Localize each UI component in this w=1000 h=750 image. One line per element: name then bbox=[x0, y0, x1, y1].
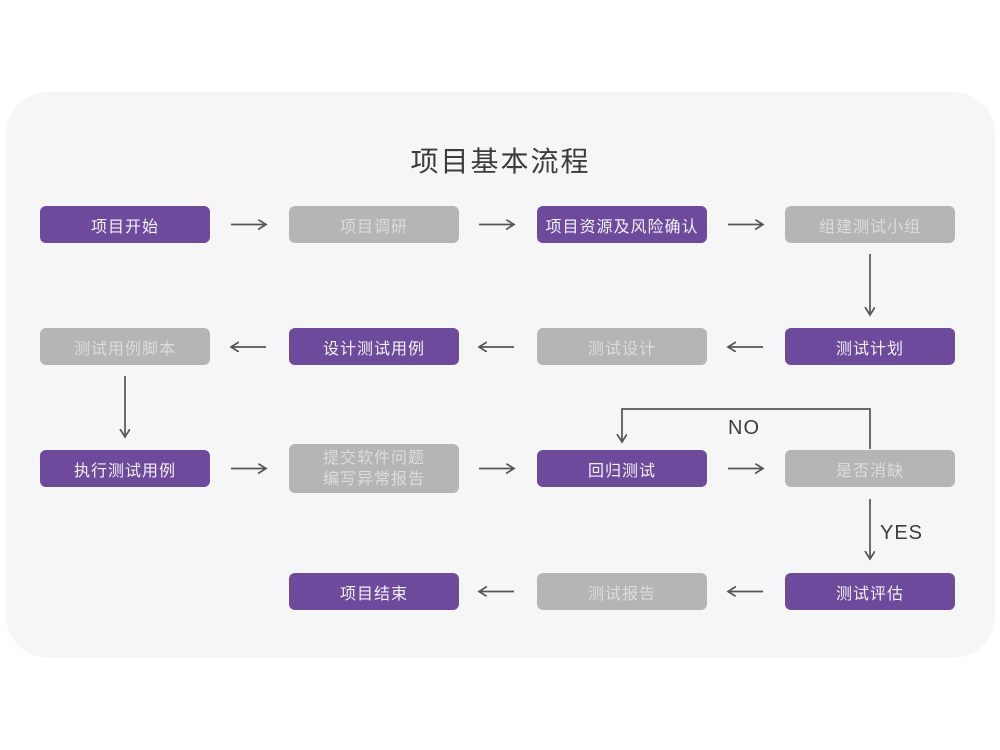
no-label: NO bbox=[728, 417, 760, 439]
node-project-research: 项目调研 bbox=[289, 206, 459, 243]
diagram-title: 项目基本流程 bbox=[410, 146, 591, 177]
node-project-end: 项目结束 bbox=[289, 573, 459, 610]
node-form-test-team: 组建测试小组 bbox=[785, 206, 955, 243]
arrow-no-loop bbox=[622, 408, 871, 449]
node-test-case-scripts: 测试用例脚本 bbox=[40, 328, 210, 365]
node-resource-risk-confirm: 项目资源及风险确认 bbox=[537, 206, 707, 243]
node-execute-test-cases: 执行测试用例 bbox=[40, 450, 210, 487]
node-test-plan: 测试计划 bbox=[785, 328, 955, 365]
node-regression-test: 回归测试 bbox=[537, 450, 707, 487]
yes-label: YES bbox=[880, 522, 923, 544]
node-test-report: 测试报告 bbox=[537, 573, 707, 610]
node-test-evaluation: 测试评估 bbox=[785, 573, 955, 610]
node-test-design: 测试设计 bbox=[537, 328, 707, 365]
node-project-start: 项目开始 bbox=[40, 206, 210, 243]
node-defect-cleared: 是否消缺 bbox=[785, 450, 955, 487]
node-submit-issue-report: 提交软件问题 编写异常报告 bbox=[289, 444, 459, 493]
node-design-test-cases: 设计测试用例 bbox=[289, 328, 459, 365]
flowchart-card bbox=[6, 92, 995, 658]
